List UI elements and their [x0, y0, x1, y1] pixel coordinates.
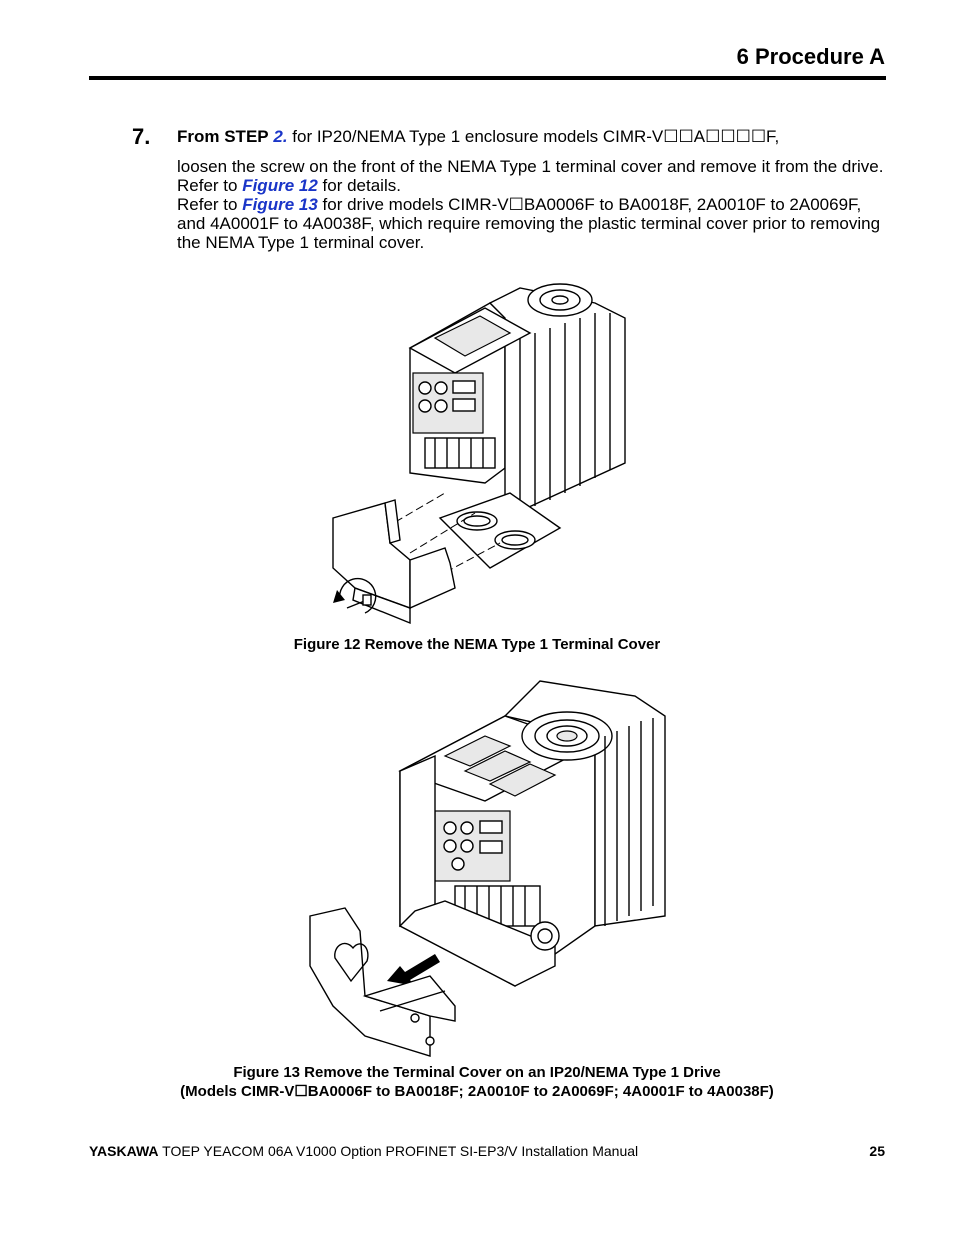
figure-13-link[interactable]: Figure 13 — [242, 195, 318, 214]
section-title: 6 Procedure A — [736, 44, 885, 69]
footer-manual-title: YASKAWA TOEP YEACOM 06A V1000 Option PRO… — [89, 1143, 638, 1159]
figure-13-caption-line-2: (Models CIMR-V☐BA0006F to BA0018F; 2A001… — [180, 1083, 774, 1100]
para3-text-a: Refer to — [177, 195, 243, 214]
step-line-1: From STEP 2. for IP20/NEMA Type 1 enclos… — [177, 127, 889, 146]
step-instructions: From STEP 2. for IP20/NEMA Type 1 enclos… — [177, 127, 889, 252]
figure-13-illustration — [309, 680, 666, 1057]
header-rule — [89, 76, 886, 80]
figure-13-caption-line-1: Figure 13 Remove the Terminal Cover on a… — [233, 1064, 721, 1081]
step-lead: From STEP — [177, 127, 269, 146]
step-line-1-text: for IP20/NEMA Type 1 enclosure models CI… — [287, 127, 780, 146]
step-paragraph-2: loosen the screw on the front of the NEM… — [177, 157, 889, 195]
step-number: 7. — [132, 124, 151, 149]
para2-text-b: for details. — [317, 176, 401, 195]
figure-12-caption: Figure 12 Remove the NEMA Type 1 Termina… — [293, 636, 661, 653]
figure-12-illustration — [332, 283, 626, 625]
figure-12-link[interactable]: Figure 12 — [242, 176, 318, 195]
page-number: 25 — [869, 1143, 885, 1159]
step-paragraph-3: Refer to Figure 13 for drive models CIMR… — [177, 195, 889, 252]
para2-text-a: loosen the screw on the front of the NEM… — [177, 157, 884, 195]
footer-brand: YASKAWA — [89, 1143, 159, 1159]
step-2-link[interactable]: 2. — [273, 127, 288, 146]
para3-text-b: for drive models CIMR-V☐BA0006F to BA001… — [177, 195, 881, 252]
footer-title-text: TOEP YEACOM 06A V1000 Option PROFINET SI… — [158, 1143, 639, 1159]
